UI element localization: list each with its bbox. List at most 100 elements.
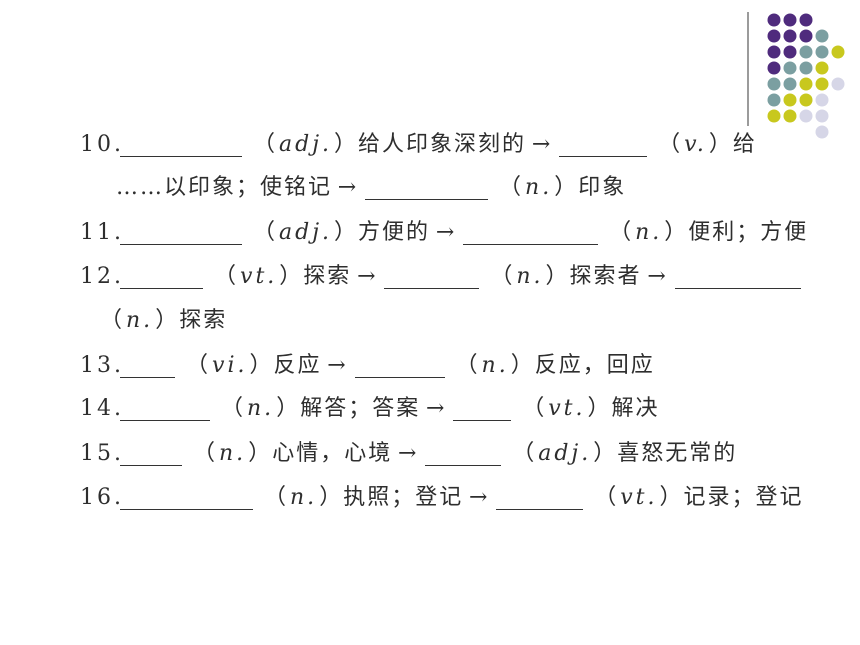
paren-open: （ — [264, 485, 289, 510]
exercise-12-continued: （ n. ） 探索 — [100, 304, 227, 338]
decor-rule — [747, 12, 749, 126]
paren-close: ） — [664, 220, 689, 245]
paren-open: （ — [609, 220, 634, 245]
gloss: （ adj. ） 给人印象深刻的 — [253, 128, 526, 162]
exercise-16: 16. （ n. ） 执照；登记 → （ vt. ） 记录；登记 — [80, 481, 804, 515]
decor-dots — [767, 13, 845, 139]
arrow-icon: → — [327, 353, 346, 378]
arrow-icon: → — [647, 264, 666, 289]
paren-close: ） — [545, 264, 570, 289]
meaning: 反应，回应 — [534, 353, 655, 378]
decor-dot — [767, 29, 781, 43]
answer-blank — [559, 128, 648, 157]
paren-close: ） — [334, 220, 359, 245]
paren-open: （ — [214, 264, 239, 289]
arrow-icon: → — [357, 264, 376, 289]
paren-close: ） — [554, 175, 579, 200]
item-number: 12. — [80, 264, 124, 289]
part-of-speech: vt. — [240, 264, 278, 289]
decor-dot — [767, 45, 781, 59]
paren-open: （ — [253, 132, 278, 157]
paren-close: ） — [593, 441, 618, 466]
part-of-speech: adj. — [538, 441, 592, 466]
decor-dot — [799, 93, 813, 107]
part-of-speech: n. — [525, 175, 553, 200]
meaning: 喜怒无常的 — [617, 441, 738, 466]
exercise-10-continued: ……以印象；使铭记 → （ n. ） 印象 — [116, 171, 626, 205]
answer-blank — [354, 349, 445, 378]
answer-blank — [365, 171, 489, 200]
answer-blank — [384, 260, 480, 289]
meaning: 给人印象深刻的 — [358, 132, 527, 157]
gloss: （ n. ） 解答；答案 — [221, 392, 420, 426]
meaning: 便利；方便 — [688, 220, 809, 245]
meaning: 反应 — [273, 353, 322, 378]
gloss: （ vi. ） 反应 — [186, 349, 322, 383]
decor-dot — [799, 13, 813, 27]
gloss: （ n. ） 反应，回应 — [456, 349, 655, 383]
decor-dot — [767, 77, 781, 91]
continued-text: ……以印象；使铭记 — [116, 175, 333, 200]
gloss: （ adj. ） 喜怒无常的 — [512, 437, 737, 471]
arrow-icon: → — [337, 175, 357, 200]
part-of-speech: n. — [126, 308, 154, 333]
paren-close: ） — [319, 485, 344, 510]
part-of-speech: n. — [219, 441, 247, 466]
decor-dot — [815, 45, 829, 59]
exercise-10: 10. （ adj. ） 给人印象深刻的 → （ v. ） 给 — [80, 128, 757, 162]
decor-dot — [815, 125, 829, 139]
paren-close: ） — [587, 396, 612, 421]
part-of-speech: vt. — [548, 396, 586, 421]
arrow-icon: → — [398, 441, 417, 466]
gloss: （ n. ） 印象 — [499, 171, 626, 205]
paren-open: （ — [522, 396, 547, 421]
paren-close: ） — [276, 396, 301, 421]
answer-blank — [453, 392, 512, 421]
part-of-speech: vi. — [212, 353, 248, 378]
item-number: 14. — [80, 396, 124, 421]
decor-dot — [783, 93, 797, 107]
gloss: （ n. ） 便利；方便 — [609, 216, 808, 250]
answer-blank — [674, 260, 801, 289]
meaning: 执照；登记 — [343, 485, 464, 510]
part-of-speech: n. — [635, 220, 663, 245]
decor-dot — [783, 29, 797, 43]
gloss: （ n. ） 探索 — [100, 304, 227, 338]
gloss: （ vt. ） 记录；登记 — [594, 481, 803, 515]
item-number: 11. — [80, 220, 124, 245]
gloss: （ n. ） 探索者 — [490, 260, 641, 294]
paren-close: ） — [279, 264, 304, 289]
answer-blank — [120, 392, 210, 421]
decor-dot — [767, 61, 781, 75]
decor-dot — [815, 29, 829, 43]
decor-dot — [799, 77, 813, 91]
paren-open: （ — [490, 264, 515, 289]
gloss: （ vt. ） 解决 — [522, 392, 659, 426]
paren-open: （ — [221, 396, 246, 421]
meaning: 心情，心境 — [272, 441, 393, 466]
gloss: （ n. ） 执照；登记 — [264, 481, 463, 515]
item-number: 10. — [80, 132, 124, 157]
decor-dot — [831, 77, 845, 91]
paren-open: （ — [186, 353, 211, 378]
paren-close: ） — [155, 308, 180, 333]
decor-dot — [799, 61, 813, 75]
exercise-12: 12. （ vt. ） 探索 → （ n. ） 探索者 → — [80, 260, 801, 294]
part-of-speech: vt. — [620, 485, 658, 510]
decor-dot — [815, 61, 829, 75]
exercise-15: 15. （ n. ） 心情，心境 → （ adj. ） 喜怒无常的 — [80, 437, 737, 471]
meaning: 解答；答案 — [300, 396, 421, 421]
meaning: 探索 — [179, 308, 228, 333]
gloss: （ adj. ） 方便的 — [253, 216, 430, 250]
decor-dot — [831, 45, 845, 59]
decor-dot — [783, 77, 797, 91]
answer-blank — [120, 349, 175, 378]
gloss: （ v. ） 给 — [658, 128, 757, 162]
part-of-speech: n. — [481, 353, 509, 378]
exercise-11: 11. （ adj. ） 方便的 → （ n. ） 便利；方便 — [80, 216, 808, 250]
gloss: （ n. ） 心情，心境 — [193, 437, 392, 471]
item-number: 16. — [80, 485, 124, 510]
answer-blank — [120, 128, 242, 157]
decor-dot — [815, 109, 829, 123]
meaning: 探索者 — [569, 264, 642, 289]
